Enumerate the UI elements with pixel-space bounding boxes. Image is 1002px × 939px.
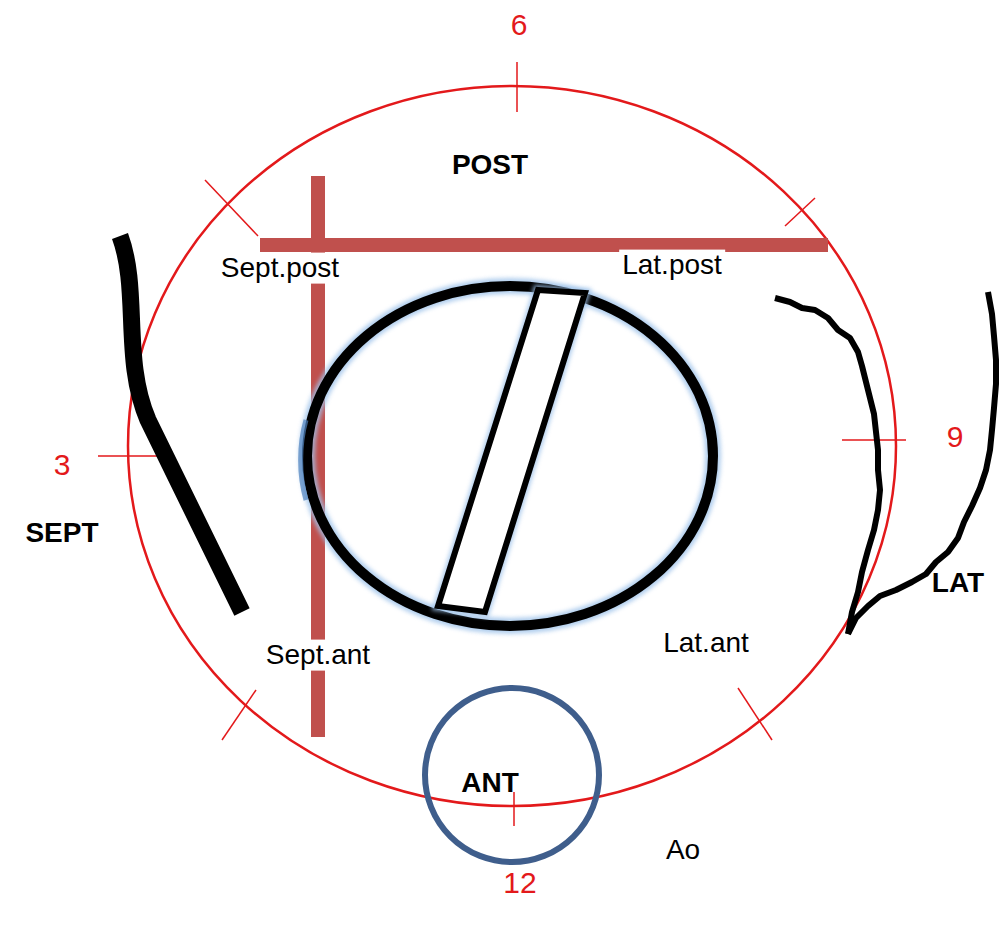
leaflet-glow bbox=[438, 290, 585, 612]
vessel-label: Ao bbox=[666, 835, 700, 866]
valve-shadow bbox=[301, 420, 306, 500]
clock-circle bbox=[128, 86, 896, 806]
clock-number: 3 bbox=[54, 448, 71, 481]
crosshair-bars bbox=[260, 176, 828, 737]
valve-ring bbox=[307, 286, 713, 626]
clock-number: 6 bbox=[511, 8, 528, 41]
clock-number: 9 bbox=[947, 420, 964, 453]
septal-wall bbox=[120, 236, 242, 612]
region-name: ANT bbox=[461, 768, 519, 799]
valve-glow bbox=[307, 286, 713, 626]
region-name: LAT bbox=[932, 568, 984, 599]
region-name: POST bbox=[452, 150, 528, 181]
segment-name: Lat.ant bbox=[663, 628, 749, 659]
aorta-outline bbox=[425, 688, 599, 862]
segment-name: Sept.post bbox=[218, 253, 342, 284]
lateral-wall bbox=[775, 298, 880, 634]
segment-name: Lat.post bbox=[619, 250, 725, 281]
clock-ticks bbox=[98, 62, 906, 826]
valve-leaflet bbox=[438, 290, 585, 612]
lateral-wall bbox=[848, 292, 996, 634]
region-name: SEPT bbox=[25, 518, 98, 549]
aorta-circle: ANTAo bbox=[422, 685, 602, 865]
clock-number: 12 bbox=[500, 866, 539, 899]
segment-name: Sept.ant bbox=[263, 640, 373, 671]
